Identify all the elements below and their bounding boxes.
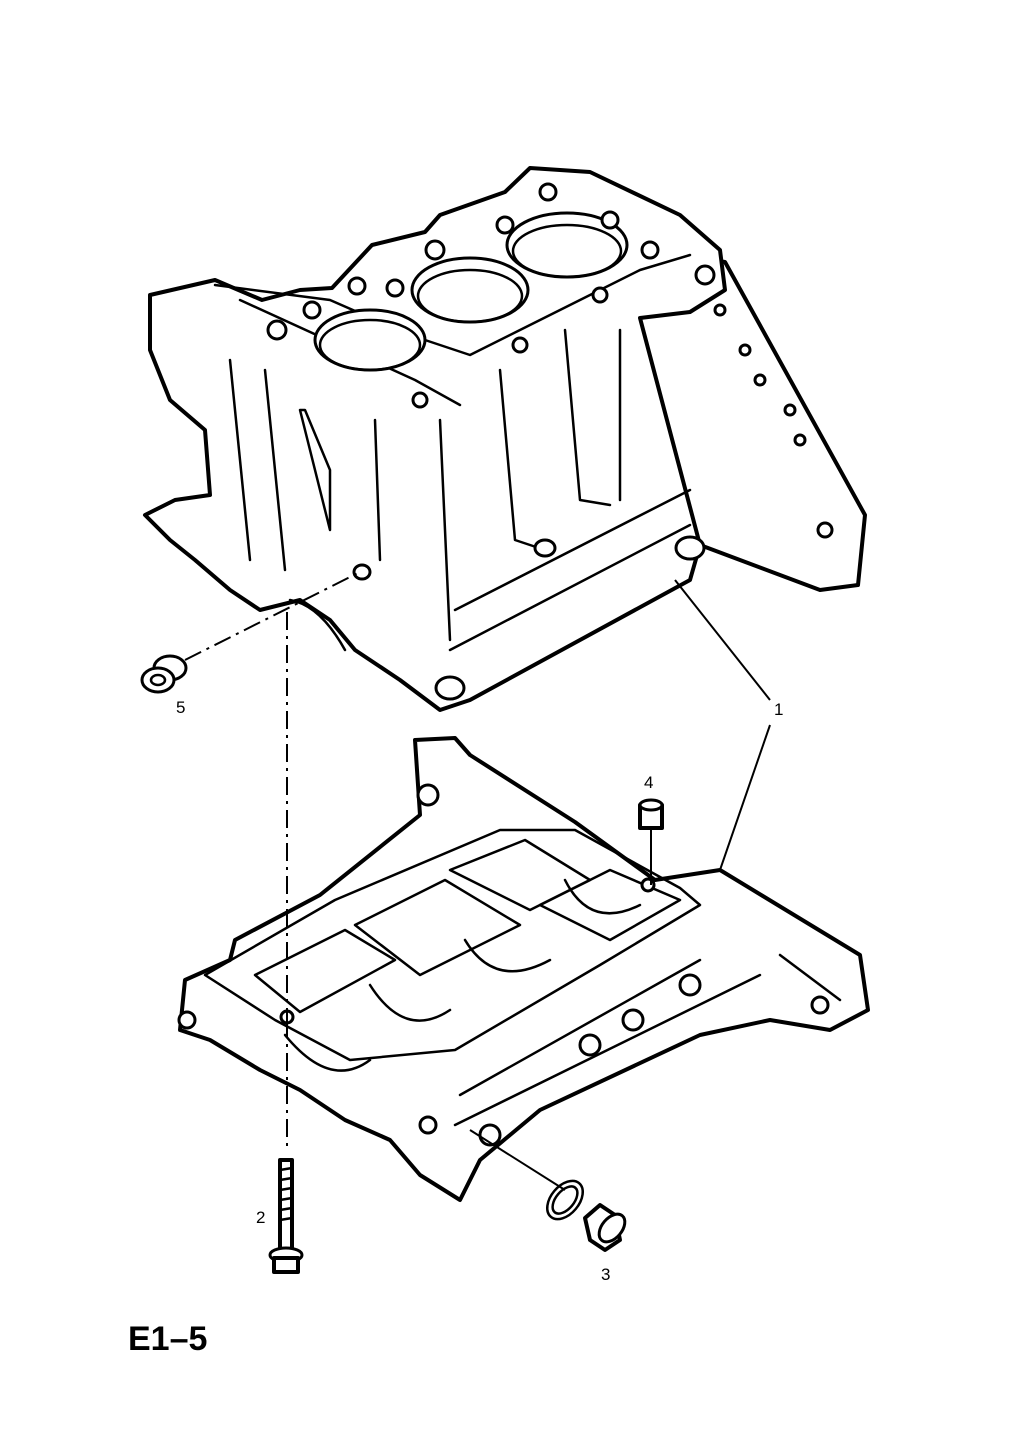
leader-lines — [184, 571, 771, 1191]
bolt-part-2 — [268, 1158, 304, 1274]
plug-part-5 — [140, 654, 188, 694]
callout-4: 4 — [644, 773, 654, 792]
crankcase-bedplate — [177, 736, 870, 1202]
callout-3: 3 — [601, 1265, 611, 1284]
cylinder-block — [143, 166, 867, 712]
callout-2: 2 — [256, 1208, 266, 1227]
callout-5: 5 — [176, 698, 186, 717]
callout-1: 1 — [774, 700, 784, 719]
dowel-part-4 — [638, 798, 664, 830]
drain-plug-part-3 — [546, 1179, 627, 1252]
page-code: E1–5 — [128, 1320, 208, 1358]
